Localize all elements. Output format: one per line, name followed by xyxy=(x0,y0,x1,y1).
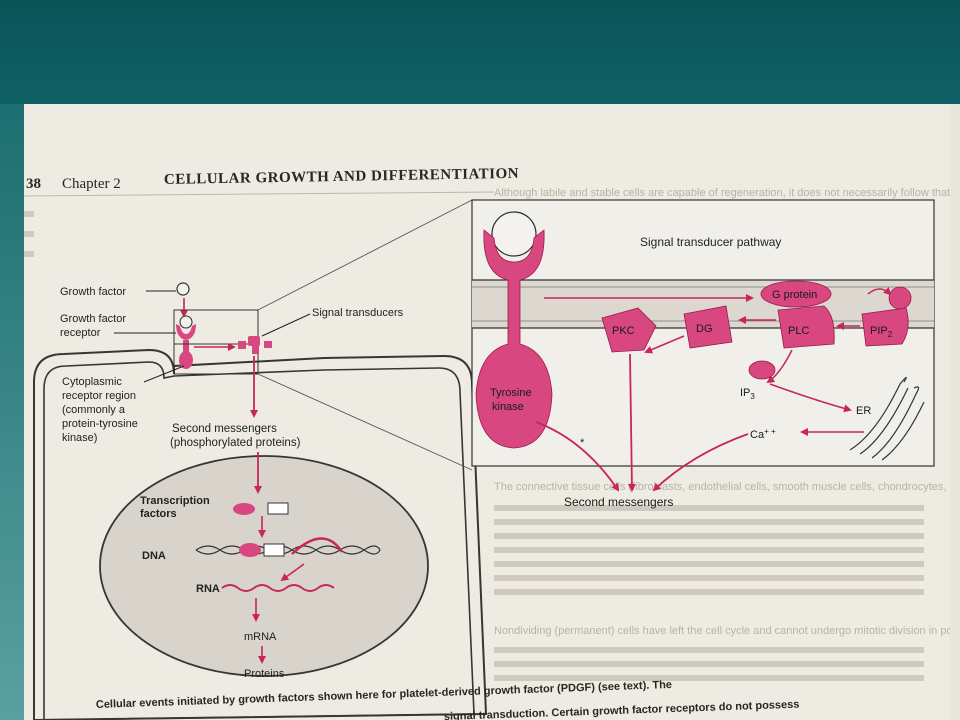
plc xyxy=(777,305,835,349)
chapter-label: Chapter 2 xyxy=(62,176,121,192)
dg xyxy=(683,305,733,349)
pip2-label: PIP2 xyxy=(870,325,893,339)
pkc-label: PKC xyxy=(612,325,635,337)
faint-text-lines xyxy=(24,211,924,681)
header-rule xyxy=(24,191,495,197)
transcription-arrow xyxy=(280,563,305,582)
body-paragraph-2: The connective tissue cells (fibroblasts… xyxy=(494,481,950,493)
calcium-label: Ca+ + xyxy=(750,427,776,441)
kinase-to-messengers-arrow xyxy=(535,421,620,492)
bound-transcription-factor xyxy=(239,543,261,557)
tyrosine-label: Tyrosine xyxy=(490,387,532,399)
endoplasmic-reticulum xyxy=(849,376,925,461)
phosphorylated-proteins-label: (phosphorylated proteins) xyxy=(170,437,301,449)
cytoplasmic-leader xyxy=(143,365,185,383)
plc-to-ip3-arrow xyxy=(766,349,793,384)
zoom-line-bottom xyxy=(257,373,473,471)
cytoplasmic-label: Cytoplasmic receptor region (commonly a … xyxy=(62,376,138,444)
inset-title: Signal transducer pathway xyxy=(640,235,781,249)
textbook-figure: Although labile and stable cells are cap… xyxy=(24,166,950,720)
ip3-to-er-arrow xyxy=(769,383,852,413)
pkc xyxy=(601,307,657,353)
slide-title-bar xyxy=(0,0,960,104)
calcium-to-messengers-arrow xyxy=(652,433,749,492)
zoom-line-top xyxy=(257,199,473,311)
plc-label: PLC xyxy=(788,325,809,337)
cytoplasmic-line4: protein-tyrosine xyxy=(62,418,138,430)
signal-transducers-leader xyxy=(261,313,311,337)
bound-partner xyxy=(263,543,285,557)
dg-to-pkc-arrow xyxy=(644,335,685,354)
body-paragraph-1: Although labile and stable cells are cap… xyxy=(494,187,950,199)
figure-caption-line2: signal transduction. Certain growth fact… xyxy=(444,699,800,720)
cell-inner-membrane xyxy=(43,361,475,720)
slide-left-bar xyxy=(0,104,24,720)
cytoplasmic-line2: receptor region xyxy=(62,390,136,402)
ip3-label-text: IP xyxy=(740,387,750,399)
er-label: ER xyxy=(856,405,871,417)
inset-second-messengers-label: Second messengers xyxy=(564,495,673,509)
ip3-subscript: 3 xyxy=(750,392,755,401)
rna-label: RNA xyxy=(196,583,220,595)
star-label: * xyxy=(580,437,585,449)
cytoplasmic-line1: Cytoplasmic xyxy=(62,376,122,388)
background-body-text: Although labile and stable cells are cap… xyxy=(494,187,950,637)
growth-factor-ligand xyxy=(176,282,190,296)
proteins-label: Proteins xyxy=(244,668,285,680)
page-edge xyxy=(950,104,960,720)
ip3-label: IP3 xyxy=(740,387,755,401)
mrna-label: mRNA xyxy=(244,631,277,643)
gprotein-to-pip2-arrow xyxy=(867,286,892,296)
receptor-label-line2: receptor xyxy=(60,327,101,339)
pip2-label-text: PIP xyxy=(870,325,888,337)
rna-strand xyxy=(221,584,335,592)
polymerase-loop xyxy=(291,537,344,555)
transcription-factors-label-2: factors xyxy=(140,508,177,520)
cytoplasmic-line3: (commonly a xyxy=(62,404,126,416)
pkc-to-messengers-arrow xyxy=(627,353,636,492)
transcription-factor xyxy=(233,503,255,515)
g-protein-label: G protein xyxy=(772,289,817,301)
page-number: 38 xyxy=(26,176,41,192)
growth-factor-label: Growth factor xyxy=(60,286,126,298)
calcium-label-text: Ca xyxy=(750,429,765,441)
dna-helix xyxy=(195,545,381,555)
cell-outer-membrane xyxy=(33,348,488,720)
signal-transducers-label: Signal transducers xyxy=(312,307,404,319)
tyrosine-kinase-receptor xyxy=(475,211,553,449)
body-paragraph-3: Nondividing (permanent) cells have left … xyxy=(494,625,950,637)
transcription-factors-label-1: Transcription xyxy=(140,495,210,507)
dna-label: DNA xyxy=(142,550,166,562)
receptor-label-line1: Growth factor xyxy=(60,313,126,325)
pip2-subscript: 2 xyxy=(888,330,893,339)
ip3 xyxy=(748,360,776,380)
cytoplasmic-line5: kinase) xyxy=(62,432,97,444)
dg-label: DG xyxy=(696,323,713,335)
small-receptor xyxy=(176,315,196,369)
calcium-superscript: + + xyxy=(764,427,776,436)
small-signal-transducers xyxy=(238,336,272,354)
kinase-label: kinase xyxy=(492,401,524,413)
second-messengers-label: Second messengers xyxy=(172,423,277,435)
pip2 xyxy=(861,286,912,347)
chapter-title: CELLULAR GROWTH AND DIFFERENTIATION xyxy=(164,166,519,188)
g-protein xyxy=(760,280,832,308)
transcription-factor-partner xyxy=(267,502,289,515)
nucleus xyxy=(99,455,429,677)
scanned-page: Although labile and stable cells are cap… xyxy=(24,104,950,720)
